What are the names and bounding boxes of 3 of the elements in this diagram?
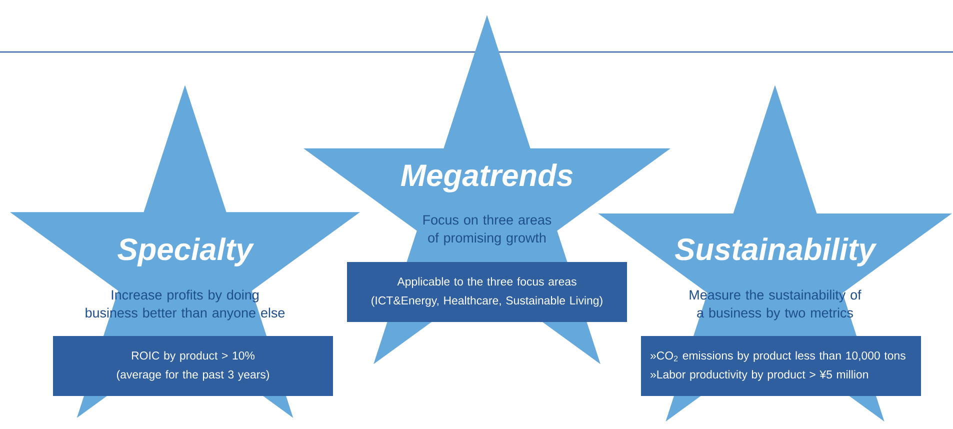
info-box: »CO$_{2}$ emissions by product less than 10,000 tons »Labor productivity by product > ¥5 million bbox=[641, 336, 921, 396]
info-box: Applicable to the three focus areas (ICT&Energy, Healthcare, Sustainable Living) bbox=[347, 262, 627, 322]
info-box: ROIC by product > 10% (average for the past 3 years) bbox=[53, 336, 333, 396]
